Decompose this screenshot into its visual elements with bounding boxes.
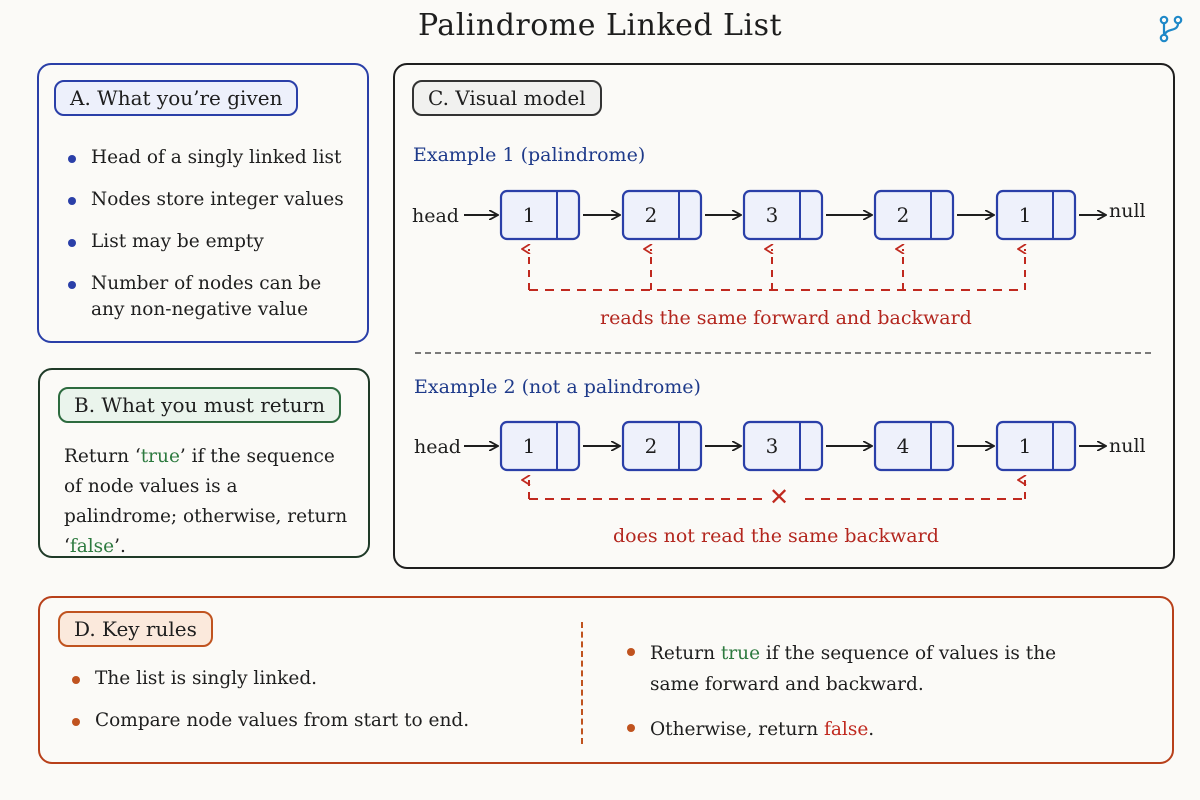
example2-null-label: null: [1109, 435, 1146, 457]
key-rules-right-list: Return true if the sequence of values is…: [622, 638, 1092, 759]
return-panel: B. What you must return Return ‘true’ if…: [38, 368, 370, 558]
linked-list-diagram: 1 2 3 2 1 1 2 3 4 1: [464, 189, 1173, 500]
example-separator: [415, 352, 1151, 354]
ex1-node-value: 2: [897, 203, 910, 227]
ex1-node-box: [873, 189, 955, 241]
mismatch-cross-icon: ✕: [769, 483, 790, 511]
key-rules-panel: D. Key rules The list is singly linked. …: [38, 596, 1174, 764]
visual-model-tag: C. Visual model: [412, 80, 602, 116]
false-keyword: false: [69, 536, 115, 557]
ex1-node-box: [621, 189, 703, 241]
list-item: Head of a singly linked list: [63, 145, 353, 171]
example1-null-label: null: [1109, 200, 1146, 222]
list-item: List may be empty: [63, 229, 353, 255]
ex2-node-box: [742, 420, 824, 472]
ex1-node-box: [742, 189, 824, 241]
true-keyword: true: [720, 643, 761, 664]
example1-caption: reads the same forward and backward: [600, 307, 972, 329]
ex2-node-value: 4: [897, 434, 910, 458]
example1-head-label: head: [412, 205, 459, 227]
true-keyword: true: [140, 446, 180, 467]
ex2-node-box: [621, 420, 703, 472]
ex2-node-value: 3: [766, 434, 779, 458]
list-item: Compare node values from start to end.: [67, 708, 557, 734]
example2-label: Example 2 (not a palindrome): [414, 376, 701, 398]
list-item: Return true if the sequence of values is…: [622, 638, 1092, 700]
ex1-node-value: 1: [523, 203, 536, 227]
ex1-node-box: [995, 189, 1077, 241]
example1-label: Example 1 (palindrome): [413, 144, 646, 166]
return-description: Return ‘true’ if the sequence of node va…: [64, 446, 348, 557]
page-title: Palindrome Linked List: [417, 8, 783, 43]
ex2-node-value: 1: [1019, 434, 1032, 458]
list-item: The list is singly linked.: [67, 666, 557, 692]
ex2-node-box: [499, 420, 581, 472]
example2-head-label: head: [414, 436, 461, 458]
list-item: Otherwise, return false.: [622, 714, 1092, 745]
ex1-node-value: 3: [766, 203, 779, 227]
given-list: Head of a singly linked list Nodes store…: [63, 145, 353, 339]
rules-divider: [581, 622, 583, 744]
ex1-node-box: [499, 189, 581, 241]
ex2-node-value: 1: [523, 434, 536, 458]
ex2-node-box: [873, 420, 955, 472]
ex2-node-value: 2: [645, 434, 658, 458]
return-tag: B. What you must return: [58, 387, 342, 423]
visual-model-panel: C. Visual model Example 1 (palindrome) h…: [393, 63, 1175, 569]
git-branch-icon[interactable]: [1156, 14, 1186, 44]
ex1-node-value: 2: [645, 203, 658, 227]
ex2-node-box: [995, 420, 1077, 472]
list-item: Number of nodes can be any non-negative …: [63, 271, 353, 323]
given-tag: A. What you’re given: [54, 80, 299, 116]
key-rules-left-list: The list is singly linked. Compare node …: [67, 666, 557, 750]
given-panel: A. What you’re given Head of a singly li…: [37, 63, 369, 343]
false-keyword: false: [824, 719, 869, 740]
example2-caption: does not read the same backward: [613, 525, 939, 547]
key-rules-tag: D. Key rules: [58, 611, 213, 647]
ex1-node-value: 1: [1019, 203, 1032, 227]
list-item: Nodes store integer values: [63, 187, 353, 213]
